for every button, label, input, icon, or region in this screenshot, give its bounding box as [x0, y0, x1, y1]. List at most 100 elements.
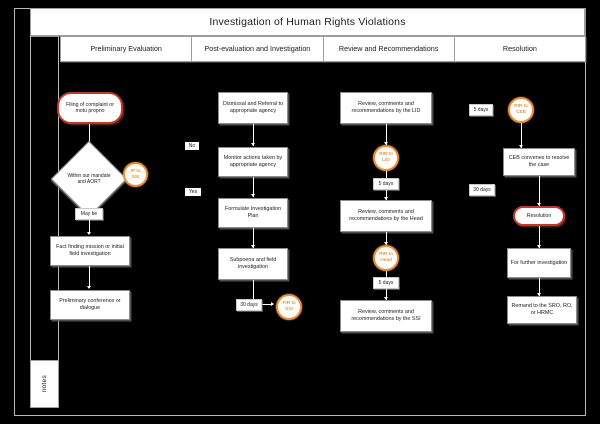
connector-subpoena-to-fir [253, 280, 254, 304]
connector-to-fir-horizontal [253, 304, 273, 305]
label-maybe: May be [75, 208, 103, 220]
node-rir-to-ceb[interactable]: RIR to CEB [508, 97, 534, 123]
node-label: RIR to Head [379, 252, 393, 263]
arrow-down-icon [86, 286, 91, 289]
node-decision-within-mandate[interactable]: Within our mandate and AOR? [50, 140, 128, 218]
arrow-down-icon [383, 297, 388, 300]
node-preliminary-conference[interactable]: Preliminary conference or dialogue [50, 290, 130, 320]
node-label: CEB convenes to resolve the case [508, 155, 570, 168]
node-filing-of-complaint[interactable]: Filing of complaint or motu proprio [57, 92, 123, 124]
phase-label: Preliminary Evaluation [90, 43, 162, 53]
arrow-down-icon [536, 245, 541, 248]
phase-header-row: Preliminary Evaluation Post-evaluation a… [60, 36, 586, 62]
left-lane-column [30, 36, 59, 408]
tag-label: May be [80, 210, 98, 217]
phase-review-and-recommendations[interactable]: Review and Recommendations [322, 36, 455, 62]
tag-label: 5 days [473, 106, 489, 113]
arrow-down-icon [383, 197, 388, 200]
node-review-by-lid[interactable]: Review, comments and recommendations by … [340, 92, 432, 124]
connector-dismissal-to-monitor [253, 124, 254, 146]
connector-maybe-to-fact-finding [89, 220, 90, 234]
node-label: FIR to SSI [282, 301, 296, 312]
node-ip-to-ssi[interactable]: IP to SSI [123, 162, 148, 187]
notes-lane: notes [30, 360, 59, 408]
connector-rir-ceb-to-convenes [521, 123, 522, 148]
edge-label-yes: Yes [185, 188, 201, 196]
tag-label: 5 days [378, 180, 394, 187]
tag-label: 5 days [378, 279, 394, 286]
node-label: IP to SSI [130, 168, 141, 180]
node-review-by-head[interactable]: Review, comments and recommendations by … [340, 200, 432, 232]
connector-5days-to-review-head [386, 190, 387, 200]
arrow-down-icon [86, 232, 91, 235]
node-remand[interactable]: Remand to the SRO, RO, or HRMC [507, 296, 577, 324]
phase-preliminary-evaluation[interactable]: Preliminary Evaluation [60, 36, 193, 62]
label-5-days-ceb: 5 days [469, 104, 493, 116]
node-review-by-ssi[interactable]: Review, comments and recommendations by … [340, 300, 432, 332]
connector-monitor-to-formulate [253, 177, 254, 197]
connector-filing-to-decision [89, 124, 90, 152]
node-subpoena-field-investigation[interactable]: Subpoena and field investigation [218, 248, 288, 280]
connector-review-head-to-rir [386, 232, 387, 245]
node-for-further-investigation[interactable]: For further investigation [507, 248, 571, 278]
node-label: Dismissal and Referral to appropriate ag… [222, 101, 284, 114]
node-label: Review, comments and recommendations by … [351, 101, 421, 114]
connector-rir-lid-to-5days [386, 171, 387, 179]
phase-label: Post-evaluation and Investigation [204, 43, 311, 53]
arrow-down-icon [383, 142, 388, 145]
node-rir-to-lid[interactable]: RIR to LID [373, 145, 399, 171]
arrow-down-icon [536, 293, 541, 296]
arrow-down-icon [518, 145, 523, 148]
connector-fact-finding-to-prelim [89, 266, 90, 288]
node-label: Filing of complaint or motu proprio [66, 101, 114, 115]
node-label: RIR to LID [379, 152, 393, 163]
connector-further-to-remand [539, 278, 540, 296]
label-5-days-head: 5 days [373, 277, 399, 289]
connector-rir-head-to-5days [386, 271, 387, 278]
node-label: Fact finding mission or initial field in… [56, 244, 124, 257]
tag-label: 30 days [473, 186, 491, 193]
connector-review-lid-to-rir [386, 124, 387, 145]
connector-resolution-to-further [539, 226, 540, 248]
notes-lane-label: notes [41, 375, 48, 393]
label-30-days-column2: 30 days [236, 299, 262, 311]
node-label: For further investigation [510, 259, 568, 266]
node-rir-to-head[interactable]: RIR to Head [373, 245, 399, 271]
phase-label: Resolution [502, 43, 537, 53]
node-dismissal-referral[interactable]: Dismissal and Referral to appropriate ag… [218, 92, 288, 124]
label-5-days-lid: 5 days [373, 178, 399, 190]
phase-resolution[interactable]: Resolution [453, 36, 586, 62]
node-formulate-investigation-plan[interactable]: Formulate Investigation Plan [218, 198, 288, 228]
node-ceb-convenes[interactable]: CEB convenes to resolve the case [503, 148, 575, 176]
node-label: Monitor actions taken by appropriate age… [223, 155, 283, 168]
node-label: RIR to CEB [514, 104, 528, 115]
connector-5days-to-review-ssi [386, 289, 387, 300]
arrow-down-icon [536, 203, 541, 206]
diagram-title: Investigation of Human Rights Violations [209, 16, 406, 28]
node-fir-to-ssi[interactable]: FIR to SSI [276, 294, 302, 320]
phase-label: Review and Recommendations [338, 43, 439, 53]
arrow-right-icon [271, 301, 274, 306]
connector-formulate-to-subpoena [253, 228, 254, 248]
arrow-down-icon [383, 242, 388, 245]
node-monitor-actions[interactable]: Monitor actions taken by appropriate age… [218, 147, 288, 177]
node-label: Formulate Investigation Plan [224, 206, 282, 219]
tag-label: 30 days [240, 301, 258, 308]
node-label: Resolution [526, 212, 552, 219]
arrow-down-icon [250, 245, 255, 248]
arrow-down-icon [250, 194, 255, 197]
label-30-days-column4: 30 days [469, 184, 495, 196]
node-fact-finding-mission[interactable]: Fact finding mission or initial field in… [50, 236, 130, 266]
node-label: Review, comments and recommendations by … [349, 209, 423, 222]
arrow-down-icon [250, 143, 255, 146]
node-label: Subpoena and field investigation [229, 257, 277, 270]
node-label: Remand to the SRO, RO, or HRMC [511, 303, 573, 316]
edge-label-no: No [185, 142, 199, 150]
node-resolution[interactable]: Resolution [513, 206, 565, 226]
phase-post-evaluation-and-investigation[interactable]: Post-evaluation and Investigation [191, 36, 324, 62]
node-label: Within our mandate and AOR? [67, 172, 111, 185]
node-label: Review, comments and recommendations by … [351, 309, 421, 322]
diagram-title-bar: Investigation of Human Rights Violations [30, 8, 585, 36]
node-label: Preliminary conference or dialogue [59, 298, 121, 311]
